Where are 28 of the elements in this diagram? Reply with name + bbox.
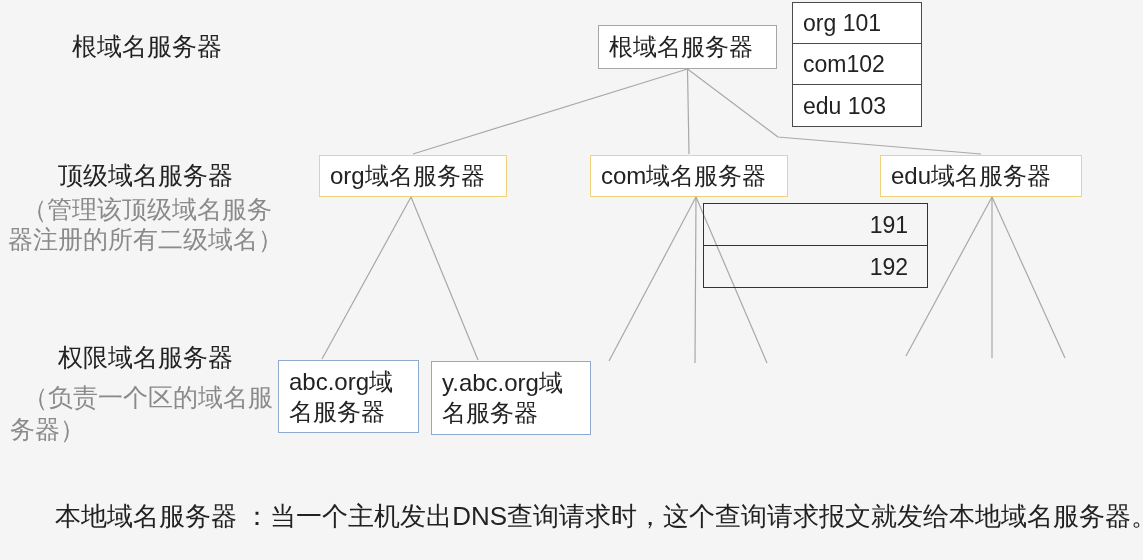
connector-line: [608, 196, 697, 362]
connector-line: [695, 196, 768, 364]
connector-line: [991, 196, 1066, 359]
server-box: edu域名服务器: [880, 155, 1082, 197]
connector-line: [905, 196, 993, 357]
table-row: 192: [703, 245, 928, 288]
server-box: abc.org域名服务器: [278, 360, 419, 433]
connector-line: [686, 68, 690, 155]
table-row: 191: [703, 203, 928, 246]
level-heading: 权限域名服务器: [58, 342, 233, 372]
connector-line: [321, 196, 412, 360]
server-box: org域名服务器: [319, 155, 507, 197]
footnote-text: 本地域名服务器 ：当一个主机发出DNS查询请求时，这个查询请求报文就发给本地域名服务器。: [55, 500, 1143, 532]
server-box: com域名服务器: [590, 155, 788, 197]
note-text: （负责一个区的域名服务器）: [10, 382, 274, 445]
level-heading: 顶级域名服务器: [58, 160, 233, 190]
table-row: edu 103: [792, 84, 922, 127]
note-text: （管理该顶级域名服务器注册的所有二级域名）: [8, 194, 284, 254]
connector-line: [991, 196, 993, 359]
server-box: 根域名服务器: [598, 25, 777, 69]
table-row: com102: [792, 43, 922, 85]
server-box: y.abc.org域名服务器: [431, 361, 591, 435]
connector-line: [686, 68, 982, 155]
level-heading: 根域名服务器: [72, 31, 222, 61]
connector-line: [410, 196, 479, 361]
connector-line: [412, 68, 689, 155]
connector-line: [694, 196, 697, 364]
table-row: org 101: [792, 2, 922, 44]
